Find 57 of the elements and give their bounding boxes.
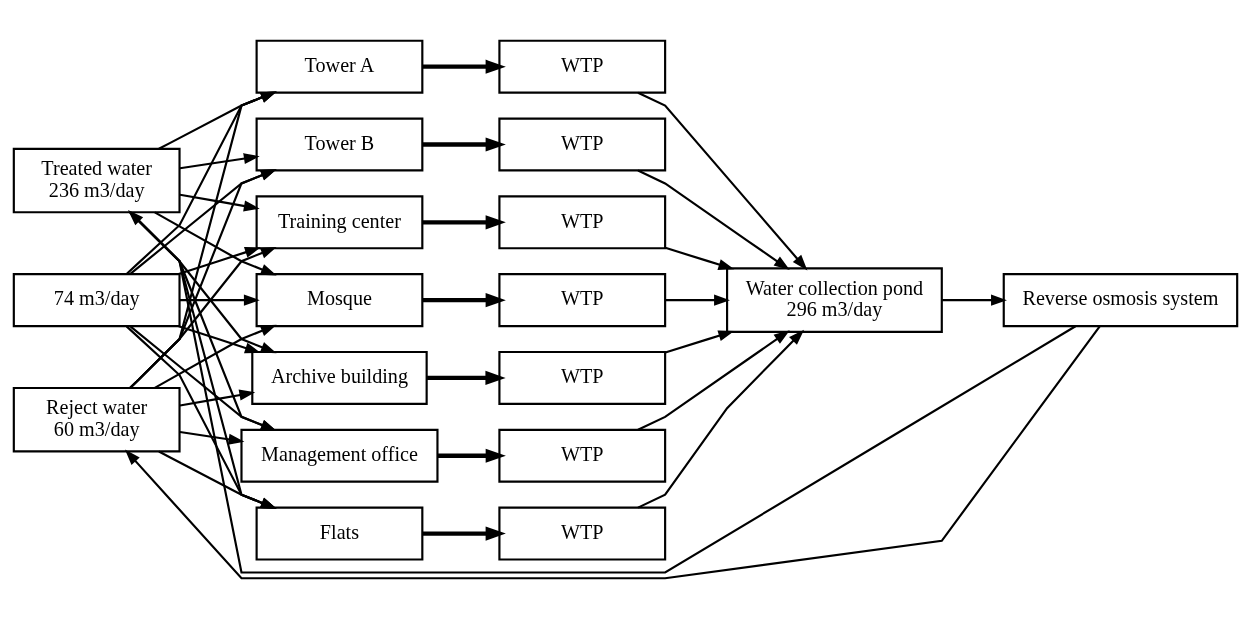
node-box: Water collection pond 296 m3/day (726, 266, 943, 333)
node-box: 74 m3/day (12, 272, 181, 327)
arrow (125, 325, 277, 509)
node-box: WTP (498, 428, 667, 483)
node-box: Tower B (255, 117, 424, 172)
arrow (422, 214, 506, 229)
arrow (178, 324, 261, 353)
arrow (124, 325, 1101, 579)
arrow (154, 211, 277, 275)
arrow (179, 193, 260, 211)
node-box: WTP (498, 117, 667, 172)
arrow (129, 211, 277, 353)
arrow (129, 325, 277, 431)
arrow (637, 169, 790, 270)
node-box: Reverse osmosis system (1002, 272, 1239, 327)
node-box: Flats (255, 506, 424, 561)
arrow (125, 90, 277, 275)
arrow (665, 329, 735, 353)
arrow (422, 526, 506, 541)
node-box: Archive building (251, 350, 428, 405)
arrow (129, 246, 277, 389)
node-box: Mosque (255, 272, 424, 327)
arrow (179, 152, 260, 169)
arrow (637, 329, 805, 509)
arrow (942, 294, 1007, 306)
arrow (665, 246, 735, 270)
arrow (154, 324, 277, 389)
node-box: Reject water 60 m3/day (12, 386, 181, 452)
arrow (127, 209, 1077, 574)
node-box: Treated water 236 m3/day (12, 147, 181, 213)
arrow (158, 90, 277, 150)
arrow (129, 168, 277, 389)
arrow (178, 246, 261, 275)
arrow (129, 211, 277, 509)
arrow (422, 59, 506, 74)
node-box: WTP (498, 272, 667, 327)
node-box: Training center (255, 194, 424, 249)
arrow (129, 168, 277, 274)
arrow (665, 294, 730, 306)
arrow (422, 136, 506, 152)
node-box: WTP (498, 506, 667, 561)
node-box: Tower A (255, 39, 424, 94)
arrow (422, 292, 506, 307)
arrow (180, 294, 260, 306)
arrow (129, 90, 277, 389)
node-box: WTP (498, 39, 667, 94)
arrow (179, 389, 256, 407)
node-box: Management office (240, 428, 439, 483)
arrow (158, 450, 277, 509)
arrow (129, 211, 277, 431)
arrow (437, 448, 506, 463)
arrow (637, 329, 790, 431)
node-box: WTP (498, 350, 667, 405)
arrow (426, 370, 506, 385)
arrow (179, 430, 245, 445)
node-box: WTP (498, 194, 667, 249)
arrow (637, 91, 808, 270)
